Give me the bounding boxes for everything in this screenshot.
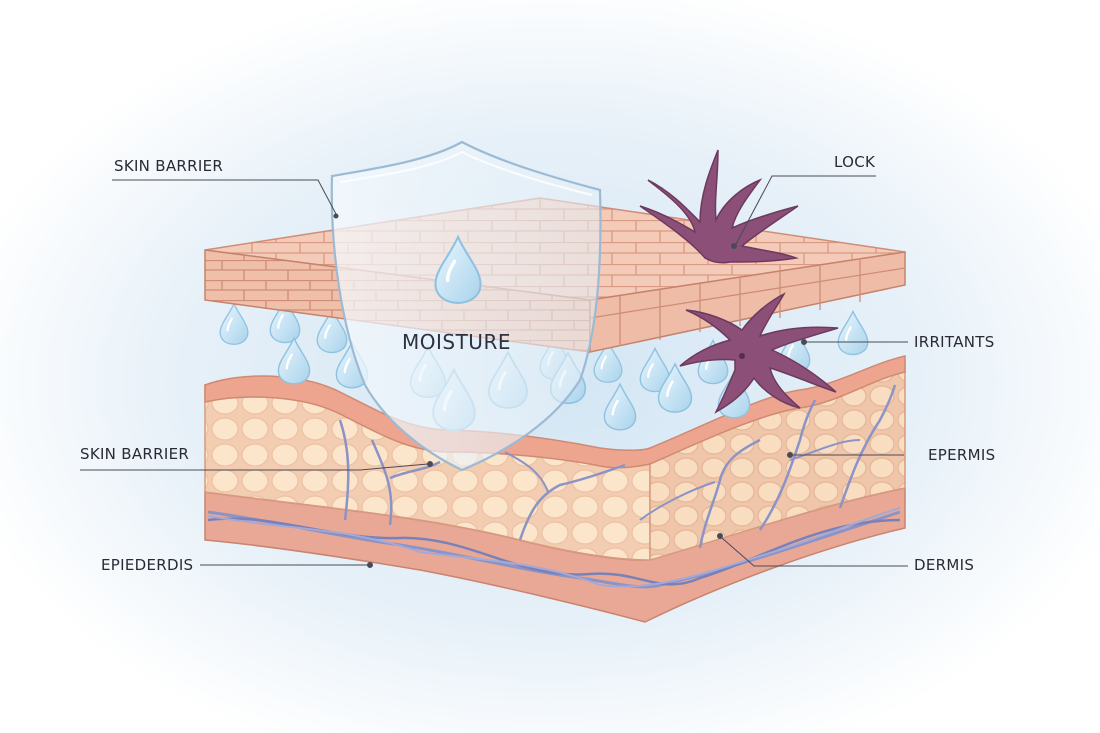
label-epiederdis: EPIEDERDIS (101, 556, 194, 574)
moisture-shield (330, 140, 602, 472)
label-epermis: EPERMIS (928, 446, 996, 464)
label-irritants: IRRITANTS (914, 333, 995, 351)
leader-lines (80, 175, 908, 568)
label-moisture: MOISTURE (402, 330, 511, 354)
label-lock: LOCK (834, 153, 876, 171)
irritant-particles (639, 149, 839, 414)
label-skin-barrier-top: SKIN BARRIER (114, 157, 224, 175)
label-skin-barrier-left: SKIN BARRIER (80, 445, 190, 463)
label-dermis: DERMIS (914, 556, 975, 574)
